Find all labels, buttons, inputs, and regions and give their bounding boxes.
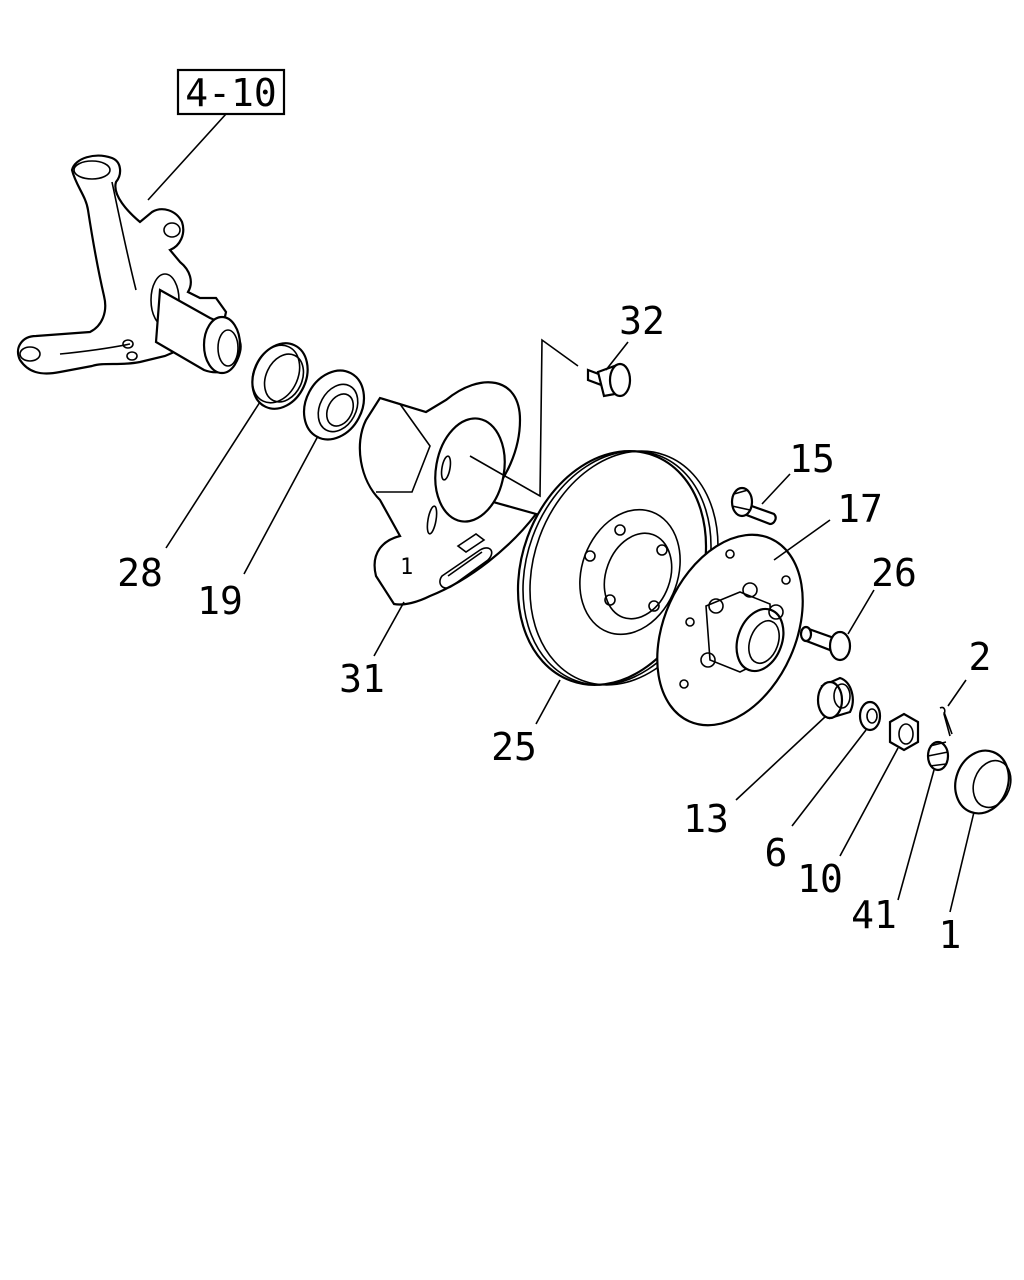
part-28-oil-seal (251, 342, 309, 410)
callout-15: 15 (789, 437, 835, 481)
part-25-brake-disc (516, 450, 719, 686)
callout-25: 25 (491, 725, 537, 769)
steering-knuckle (16, 154, 242, 375)
leader-line-6 (791, 729, 867, 827)
part-15-hub-bolt (730, 486, 777, 526)
leader-line-19 (243, 435, 319, 575)
part-10-nut (888, 712, 920, 752)
part-1-grease-cap (954, 749, 1012, 815)
leader-line-10 (839, 747, 899, 857)
leader-line-32 (605, 341, 629, 371)
leader-line-1 (949, 811, 975, 913)
callout-10: 10 (797, 857, 843, 901)
leader-line-13 (735, 715, 827, 801)
callout-1: 1 (939, 913, 962, 957)
callout-41: 41 (851, 893, 897, 937)
callout-31: 31 (339, 657, 385, 701)
part-17-hub (656, 533, 804, 727)
callout-2: 2 (969, 635, 992, 679)
callout-28: 28 (117, 551, 163, 595)
part-6-washer (858, 700, 882, 732)
reference-box: 4-10 (176, 68, 286, 116)
callout-6: 6 (765, 831, 788, 875)
leader-line-25 (535, 679, 561, 725)
leader-line-41 (897, 769, 935, 901)
leader-line-31 (373, 601, 405, 657)
callout-19: 19 (197, 579, 243, 623)
dust-shield-mark: 1 (400, 555, 413, 580)
leader-line-15 (761, 473, 791, 505)
leader-line-26 (847, 589, 875, 635)
part-31-dust-shield: 1 (358, 381, 538, 606)
leader-line-28 (165, 401, 261, 549)
part-19-bearing (302, 369, 366, 441)
part-32-bolt (586, 362, 632, 398)
part-41-lock-cap (926, 740, 950, 772)
part-2-cotter-pin (939, 706, 953, 737)
callout-26: 26 (871, 551, 917, 595)
part-26-bolt (799, 625, 852, 662)
leader-line-32-bracket (469, 338, 579, 498)
callout-13: 13 (683, 797, 729, 841)
leader-line-2 (947, 679, 967, 707)
leader-line-4-10 (147, 113, 227, 201)
callout-17: 17 (837, 487, 883, 531)
part-13-bearing (816, 676, 854, 720)
callout-32: 32 (619, 299, 665, 343)
reference-box-label: 4-10 (185, 71, 277, 115)
leader-line-17 (773, 519, 831, 561)
